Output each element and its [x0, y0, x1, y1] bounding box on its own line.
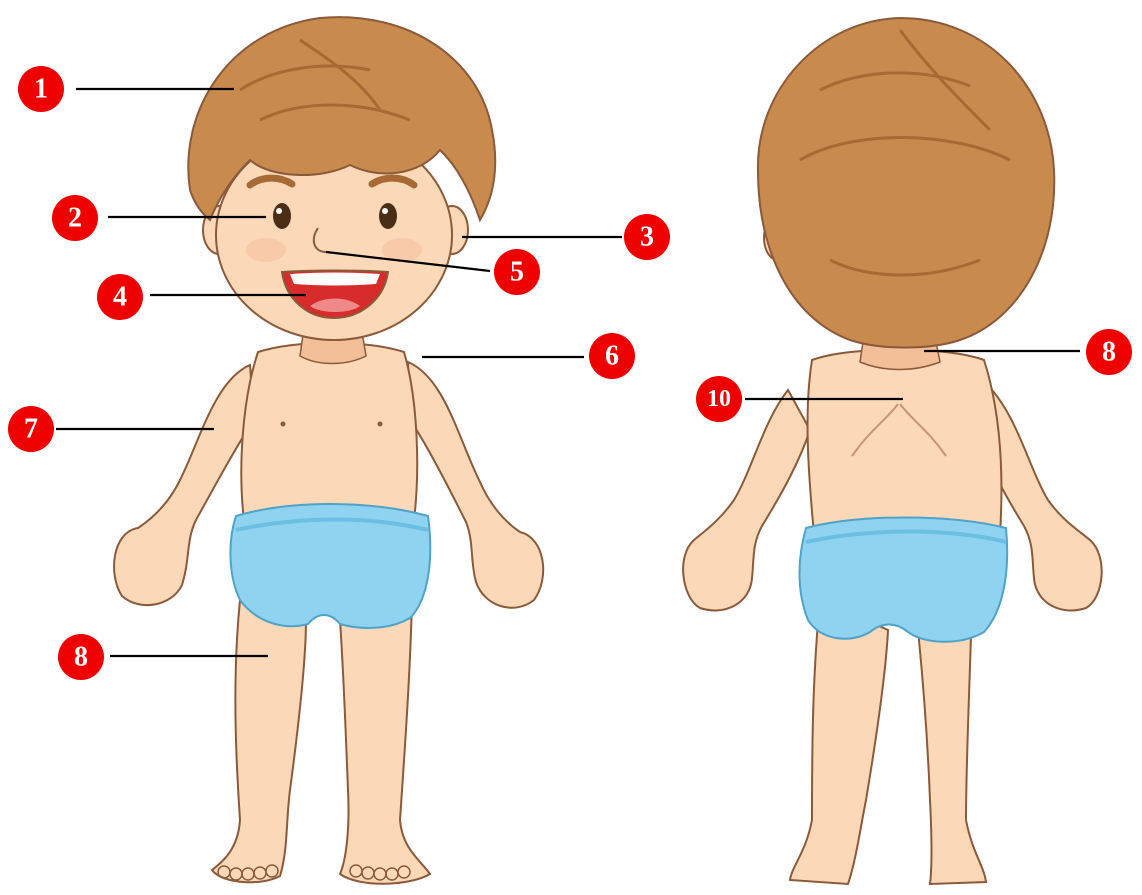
front-right-leg	[340, 600, 430, 884]
badge-7-text: 7	[24, 414, 38, 445]
front-cheek-left	[246, 238, 286, 262]
back-left-leg	[790, 600, 888, 884]
front-left-leg	[212, 600, 306, 882]
badge-1-text: 1	[34, 74, 48, 105]
badge-6-text: 6	[605, 341, 619, 372]
back-left-arm	[683, 390, 810, 610]
front-eye-right-shine	[382, 208, 388, 214]
front-nipple-right	[378, 422, 383, 427]
badge-3-text: 3	[640, 222, 654, 253]
badge-4-text: 4	[113, 282, 127, 313]
front-eye-left	[273, 203, 291, 229]
badge-8-back-text: 8	[1102, 337, 1116, 368]
front-eye-right	[379, 203, 397, 229]
front-nipple-left	[281, 422, 286, 427]
badge-4: 4	[97, 274, 143, 320]
badge-1: 1	[18, 66, 64, 112]
front-eye-left-shine	[276, 208, 282, 214]
boy-back-figure	[683, 18, 1102, 884]
badge-5-text: 5	[510, 257, 524, 288]
front-torso	[241, 343, 417, 520]
badge-8-front: 8	[58, 634, 104, 680]
badge-10: 10	[696, 376, 742, 422]
badge-10-text: 10	[707, 386, 731, 412]
front-teeth	[290, 273, 380, 286]
badge-6: 6	[589, 333, 635, 379]
badge-2: 2	[52, 195, 98, 241]
badge-3: 3	[624, 214, 670, 260]
back-right-leg	[918, 600, 986, 884]
badge-2-text: 2	[68, 203, 82, 234]
badge-5: 5	[494, 249, 540, 295]
badge-7: 7	[8, 406, 54, 452]
boy-front-figure	[114, 17, 543, 884]
back-torso	[808, 350, 1002, 535]
back-hair	[758, 18, 1054, 348]
badge-8-front-text: 8	[74, 642, 88, 673]
badge-8-back: 8	[1086, 329, 1132, 375]
